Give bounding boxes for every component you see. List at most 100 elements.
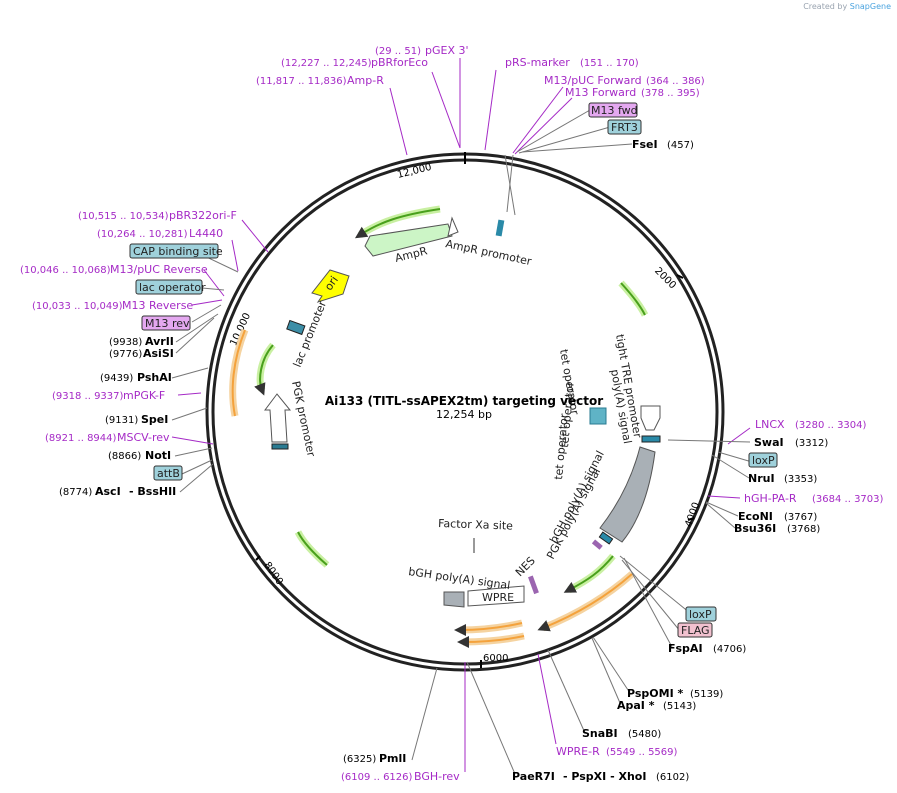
primer-mpgk: mPGK-F <box>123 389 165 402</box>
wpre-feature <box>467 585 525 607</box>
primer-mpgk-range: (9318 .. 9337) <box>52 391 124 402</box>
enzyme-pspomi: PspOMI * <box>627 687 684 700</box>
enzyme-swai-pos: (3312) <box>795 438 828 449</box>
lower-green-arrow <box>563 555 614 593</box>
tre-arrow <box>640 405 661 431</box>
enzyme-pmli: PmlI <box>379 752 406 765</box>
enzyme-snabi: SnaBI <box>582 727 618 740</box>
credit-prefix: Created by <box>803 2 848 11</box>
label-pgk-promoter: PGK promoter <box>289 380 318 458</box>
box-m13rev: M13 rev <box>145 317 190 330</box>
box-flag: FLAG <box>681 624 710 637</box>
primer-wpre-range: (5549 .. 5569) <box>606 747 678 758</box>
hgh-polya-feature <box>599 446 656 543</box>
nes-box <box>528 575 539 595</box>
ampr-promoter-mark <box>495 219 505 237</box>
enzyme-pmli-pos: (6325) <box>343 754 376 765</box>
primer-mscv: MSCV-rev <box>117 431 170 444</box>
label-factor-xa: Factor Xa site <box>438 517 513 533</box>
enzyme-fspai: FspAI <box>668 642 703 655</box>
pgk-green-arrow <box>254 344 274 396</box>
tick-4000: 4000 <box>683 501 702 529</box>
enzyme-bsu36i: Bsu36I <box>734 522 776 535</box>
primer-m13puc-fwd: M13/pUC Forward <box>544 74 642 87</box>
primer-m13puc-rev: M13/pUC Reverse <box>110 263 208 276</box>
orange-orf-3 <box>457 635 525 648</box>
plasmid-title: Ai133 (TITL-ssAPEX2tm) targeting vector <box>325 394 603 408</box>
tick-6000: 6000 <box>483 653 508 664</box>
primer-hgh-range: (3684 .. 3703) <box>812 494 884 505</box>
plasmid-size: 12,254 bp <box>436 408 492 421</box>
ori-feature <box>311 269 350 303</box>
enzyme-nrui: NruI <box>748 472 775 485</box>
primer-pbrforeco-range: (12,227 .. 12,245) <box>281 58 372 69</box>
box-loxp1: loxP <box>752 454 775 467</box>
enzyme-paer7i-extra: - PspXI - XhoI <box>563 770 646 783</box>
primer-pgex-range: (29 .. 51) <box>375 46 421 57</box>
enzyme-asci: AscI <box>95 485 121 498</box>
enzyme-fspai-pos: (4706) <box>713 644 746 655</box>
orange-orf-left <box>231 329 246 417</box>
ampr-promoter-arrow <box>447 216 459 237</box>
pgk-promoter-arrow <box>264 393 292 443</box>
enzyme-pshai-pos: (9439) <box>100 373 133 384</box>
wpre-label: WPRE <box>482 591 514 604</box>
enzyme-noti-pos: (8866) <box>108 451 141 462</box>
box-cap: CAP binding site <box>133 245 223 258</box>
primer-m13-fwd: M13 Forward <box>565 86 636 99</box>
primer-lncx: LNCX <box>755 418 785 431</box>
enzyme-nrui-pos: (3353) <box>784 474 817 485</box>
primer-mscv-range: (8921 .. 8944) <box>45 433 117 444</box>
primer-bgh-range: (6109 .. 6126) <box>341 772 413 783</box>
enzyme-fsei-pos: (457) <box>667 140 694 151</box>
enzyme-spei-pos: (9131) <box>105 415 138 426</box>
primer-m13puc-rev-range: (10,046 .. 10,068) <box>20 265 111 276</box>
primer-pbr322: pBR322ori-F <box>169 209 237 222</box>
primer-lncx-range: (3280 .. 3304) <box>795 420 867 431</box>
enzyme-pspomi-pos: (5139) <box>690 689 723 700</box>
enzyme-econi: EcoNI <box>738 510 773 523</box>
pgk-mark <box>271 443 289 450</box>
box-frt3: FRT3 <box>611 121 638 134</box>
box-loxp2: loxP <box>689 608 712 621</box>
primer-m13-fwd-range: (378 .. 395) <box>641 88 700 99</box>
primer-wpre: WPRE-R <box>556 745 600 758</box>
enzyme-bsu36i-pos: (3768) <box>787 524 820 535</box>
enzyme-asci-extra: - BssHII <box>129 485 176 498</box>
label-bgh-polya: bGH poly(A) signal <box>408 565 512 592</box>
enzyme-snabi-pos: (5480) <box>628 729 661 740</box>
primer-prs-range: (151 .. 170) <box>580 58 639 69</box>
enzyme-paer7i: PaeR7I <box>512 770 555 783</box>
enzyme-paer7i-pos: (6102) <box>656 772 689 783</box>
enzyme-avrii-pos: (9938) <box>109 337 142 348</box>
snapgene-logo-text: SnapGene <box>849 2 891 11</box>
primer-bgh: BGH-rev <box>414 770 460 783</box>
primer-ampr: Amp-R <box>347 74 384 87</box>
enzyme-apai: ApaI * <box>617 699 655 712</box>
enzyme-asisi-pos: (9776) <box>109 349 142 360</box>
box-m13fwd: M13 fwd <box>591 104 638 117</box>
enzyme-apai-pos: (5143) <box>663 701 696 712</box>
label-tet2: tet operator <box>558 381 577 449</box>
nes-mark <box>591 539 603 550</box>
bgh-polya-feature <box>443 591 465 608</box>
enzyme-asisi: AsiSI <box>143 347 174 360</box>
lac-promoter-mark <box>286 319 306 336</box>
primer-m13-rev-range: (10,033 .. 10,049) <box>32 301 123 312</box>
polya-mark <box>641 435 661 443</box>
primer-l4440: L4440 <box>189 227 223 240</box>
enzyme-fsei: FseI <box>632 138 658 151</box>
pgk-polya-mark <box>598 531 614 545</box>
label-nes: NES <box>513 554 538 579</box>
primer-m13-rev: M13 Reverse <box>122 299 193 312</box>
box-lacop: lac operator <box>139 281 206 294</box>
enzyme-spei: SpeI <box>141 413 168 426</box>
snapgene-credit: Created by SnapGene <box>803 2 891 11</box>
primer-pgex: pGEX 3' <box>425 44 469 57</box>
primer-pbr322-range: (10,515 .. 10,534) <box>78 211 169 222</box>
primer-ampr-range: (11,817 .. 11,836) <box>256 76 347 87</box>
enzyme-econi-pos: (3767) <box>784 512 817 523</box>
bottom-left-green <box>297 531 328 566</box>
orange-orf-1 <box>537 573 633 632</box>
